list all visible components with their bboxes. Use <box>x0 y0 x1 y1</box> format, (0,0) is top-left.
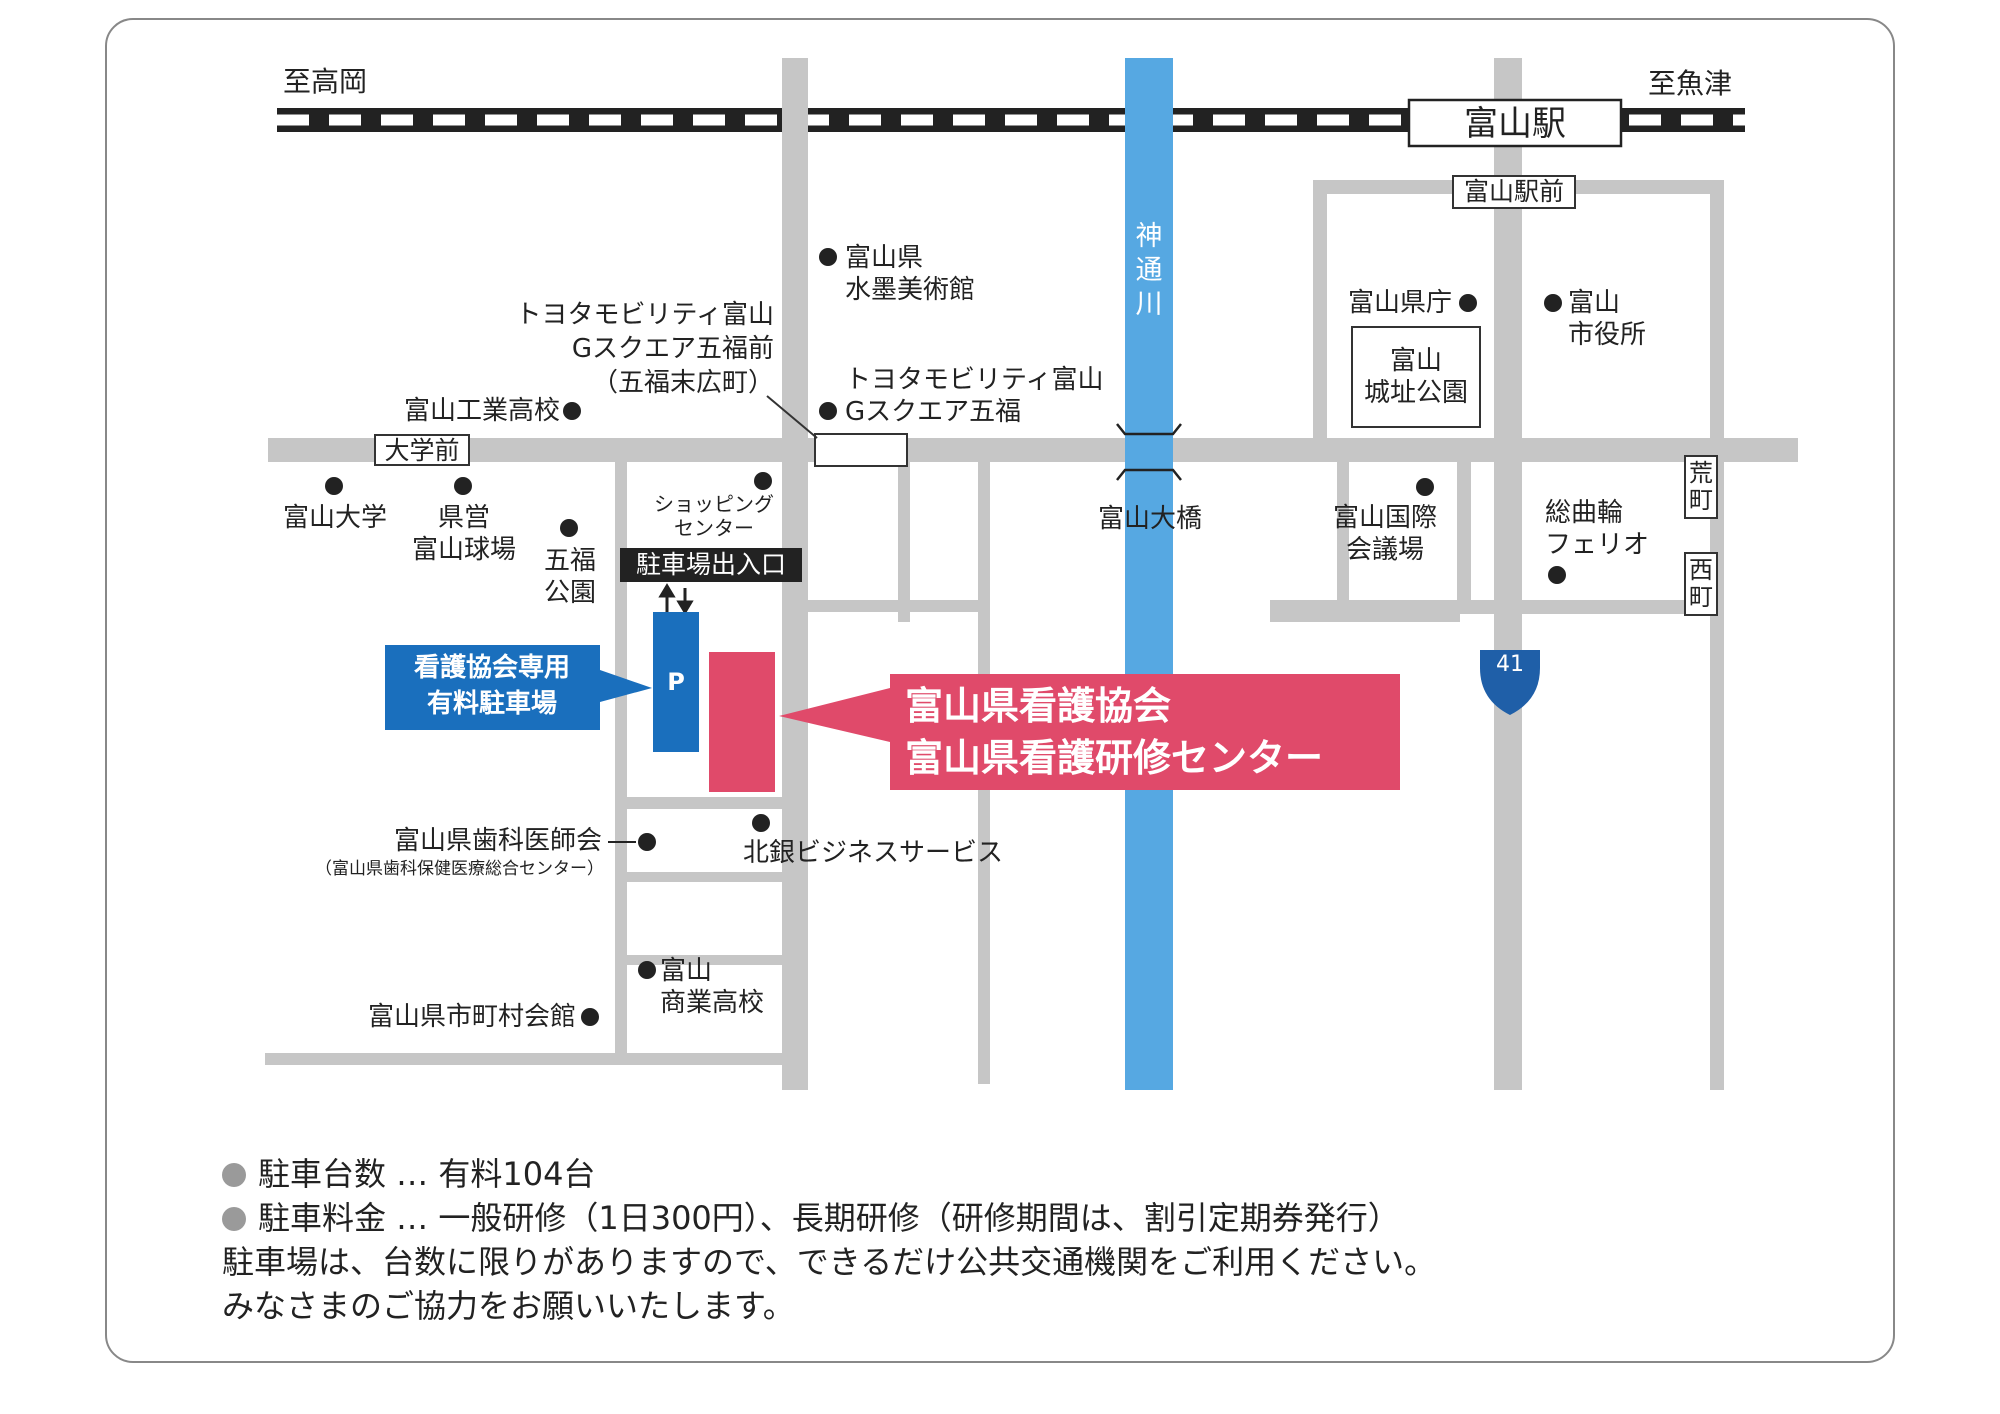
note-capacity: 駐車台数 … 有料104台 <box>222 1152 1436 1196</box>
station-name: 富山駅 <box>1464 104 1566 144</box>
label-municipal: 富山県市町村会館 <box>367 1002 576 1032</box>
dot-hokugin <box>752 814 770 832</box>
tram-stop-goshuku-box <box>814 433 908 467</box>
note-fee: 駐車料金 … 一般研修（1日300円）、長期研修（研修期間は、割引定期券発行） <box>222 1196 1436 1240</box>
label-castle-park: 富山 城址公園 <box>1363 346 1468 408</box>
tram-stop-leader-line <box>766 395 818 439</box>
note-thanks: みなさまのご協力をお願いいたします。 <box>222 1287 795 1325</box>
label-park: 五福 公園 <box>543 546 596 608</box>
parking-callout-label: 看護協会専用 有料駐車場 <box>413 653 570 719</box>
dot-pref-office <box>1459 294 1477 312</box>
dot-ferio <box>1548 566 1566 584</box>
tram-stop-aramachi: 荒町 <box>1684 455 1718 519</box>
note-request: 駐車場は、台数に限りがありますので、できるだけ公共交通機関をご利用ください。 <box>222 1243 1437 1281</box>
bullet-icon <box>222 1207 246 1231</box>
label-ferio: 総曲輪 フェリオ <box>1545 498 1650 560</box>
label-convention: 富山国際 会議場 <box>1332 503 1437 565</box>
label-city-hall: 富山 市役所 <box>1568 288 1647 350</box>
dot-univ <box>325 477 343 495</box>
label-dental: 富山県歯科医師会 <box>393 826 602 856</box>
toyama-station-box <box>1407 98 1623 148</box>
direction-east: 至魚津 <box>1648 67 1733 100</box>
dot-commerce <box>638 961 656 979</box>
river-jinzu <box>1125 58 1173 1090</box>
road-main-horizontal <box>268 438 1798 462</box>
tram-stop-daigakumae: 大学前 <box>374 434 470 466</box>
label-suiboku: 富山県 水墨美術館 <box>845 243 976 305</box>
dot-conv <box>1416 478 1434 496</box>
route-number: 41 <box>1496 652 1524 677</box>
river-name: 神通川 <box>1131 220 1167 322</box>
label-commerce: 富山 商業高校 <box>660 956 765 1018</box>
parking-callout <box>385 645 652 730</box>
parking-notes: 駐車台数 … 有料104台 駐車料金 … 一般研修（1日300円）、長期研修（研… <box>222 1152 1436 1328</box>
route-41-shield-icon <box>1480 650 1540 715</box>
vertical-char: 町 <box>1689 583 1713 611</box>
bridge-marker <box>1116 423 1182 481</box>
vertical-char: 川 <box>1135 289 1163 320</box>
bridge-name: 富山大橋 <box>1097 504 1202 534</box>
dot-city-hall <box>1544 294 1562 312</box>
map-frame <box>105 18 1895 1363</box>
label-univ: 富山大学 <box>282 503 387 533</box>
vertical-char: 西 <box>1689 556 1713 584</box>
label-shopping: ショッピング センター <box>654 492 774 540</box>
dot-shop <box>754 472 772 490</box>
tram-stop-nishimachi: 西町 <box>1684 552 1718 616</box>
entrance-arrows-icon <box>658 583 694 615</box>
vertical-char: 荒 <box>1689 459 1713 487</box>
dot-park <box>560 519 578 537</box>
dot-dental <box>638 833 656 851</box>
label-dental-sub: （富山県歯科保健医療総合センター） <box>315 859 604 879</box>
label-toyota-goshuku: トヨタモビリティ富山 Gスクエア五福 <box>845 365 1104 427</box>
vertical-char: 通 <box>1135 255 1163 286</box>
road-vertical-east <box>1494 58 1522 1090</box>
roads <box>265 58 1798 1090</box>
dot-suiboku <box>819 248 837 266</box>
parking-entrance-label: 駐車場出入口 <box>620 548 802 582</box>
dot-toyota <box>819 402 837 420</box>
dot-kyujo <box>454 477 472 495</box>
castle-park-box <box>1351 326 1481 428</box>
vertical-char: 神 <box>1135 221 1163 252</box>
label-pref-office: 富山県庁 <box>1347 288 1452 318</box>
parking-symbol: P <box>667 668 685 696</box>
tram-stop-ekimae: 富山駅前 <box>1452 175 1576 209</box>
destination-label: 富山県看護協会 富山県看護研修センター <box>905 684 1324 780</box>
direction-west: 至高岡 <box>283 65 368 98</box>
label-kogyo: 富山工業高校 <box>403 396 560 426</box>
destination-callout <box>779 674 1400 790</box>
label-kyujo: 県営 富山球場 <box>411 503 516 565</box>
vertical-char: 町 <box>1689 486 1713 514</box>
tram-stop-goshuku-label: トヨタモビリティ富山 Gスクエア五福前 （五福末広町） <box>515 300 774 398</box>
dot-municipal <box>581 1008 599 1026</box>
destination-building <box>709 652 775 792</box>
bullet-icon <box>222 1163 246 1187</box>
landmark-dots <box>325 248 1566 1026</box>
label-hokugin: 北銀ビジネスサービス <box>743 838 1004 868</box>
parking-lot <box>653 612 699 752</box>
dot-kogyo <box>563 402 581 420</box>
